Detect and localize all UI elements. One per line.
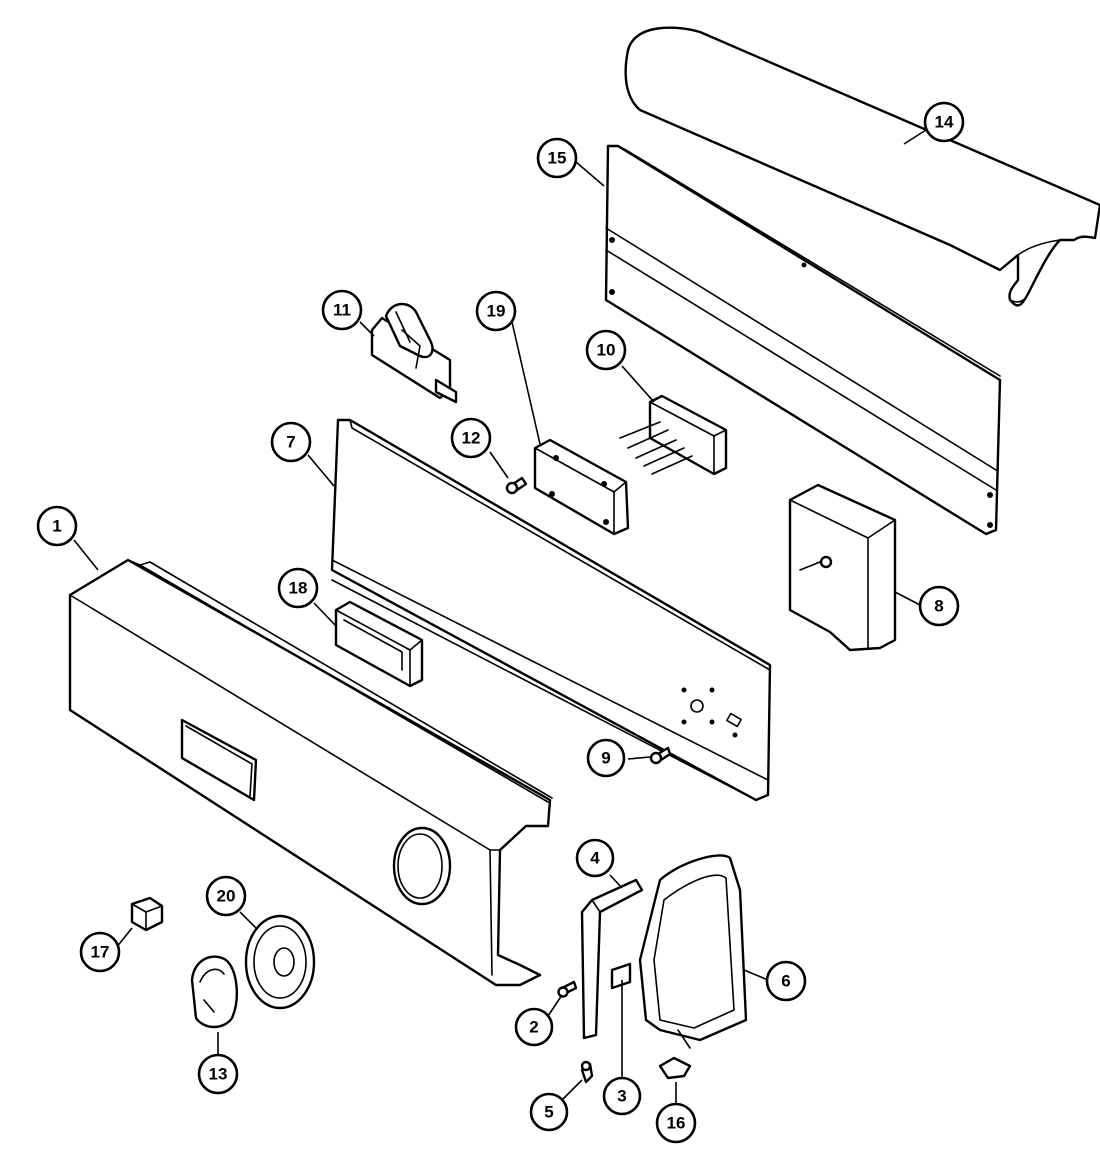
part-13-knob xyxy=(190,955,238,1029)
part-7-control-panel-backing xyxy=(330,418,772,802)
part-19-bracket xyxy=(533,438,630,536)
callout-12: 12 xyxy=(450,417,492,459)
callout-2-label: 2 xyxy=(529,1018,538,1037)
callout-13: 13 xyxy=(197,1053,239,1095)
callout-10: 10 xyxy=(585,329,627,371)
callout-4-label: 4 xyxy=(590,849,600,868)
callout-20-label: 20 xyxy=(217,887,236,906)
part-14-top-cover xyxy=(624,26,1100,307)
callout-14-label: 14 xyxy=(935,113,954,132)
part-3-clip xyxy=(610,962,632,990)
callout-3: 3 xyxy=(602,1076,642,1116)
callout-17-label: 17 xyxy=(91,943,110,962)
part-6-end-cap xyxy=(638,854,748,1049)
part-4-trim-strip xyxy=(580,878,644,1040)
part-9-screw xyxy=(649,746,672,765)
callout-11-label: 11 xyxy=(333,301,351,320)
callout-16-label: 16 xyxy=(667,1114,686,1133)
callout-11: 11 xyxy=(321,289,363,331)
callout-14: 14 xyxy=(923,101,965,143)
callout-15-label: 15 xyxy=(548,149,567,168)
callout-12-label: 12 xyxy=(462,429,481,448)
part-11-switch xyxy=(370,302,458,404)
part-10-terminal-block xyxy=(619,394,728,476)
callout-1-label: 1 xyxy=(52,517,61,536)
part-5-screw xyxy=(580,1060,594,1084)
callout-6-label: 6 xyxy=(781,972,790,991)
callout-18: 18 xyxy=(277,567,319,609)
callout-9: 9 xyxy=(586,738,626,778)
part-8-control-box xyxy=(788,483,897,652)
callout-18-label: 18 xyxy=(289,579,308,598)
callout-5: 5 xyxy=(529,1092,569,1132)
callout-1: 1 xyxy=(36,505,78,547)
part-2-screw xyxy=(557,980,578,998)
part-12-screw xyxy=(505,476,528,495)
callout-6: 6 xyxy=(765,960,807,1002)
callout-19-label: 19 xyxy=(487,302,506,321)
part-17-small-knob xyxy=(130,896,164,932)
callout-19: 19 xyxy=(475,290,517,332)
callout-7: 7 xyxy=(270,421,312,463)
leader-lines xyxy=(73,129,927,1104)
part-16-clip xyxy=(658,1056,692,1080)
callout-2: 2 xyxy=(514,1007,554,1047)
callout-17: 17 xyxy=(79,931,121,973)
callout-4: 4 xyxy=(575,838,615,878)
part-18-display-lens xyxy=(334,600,424,688)
callout-8-label: 8 xyxy=(934,597,943,616)
callout-7-label: 7 xyxy=(286,433,295,452)
callout-8: 8 xyxy=(918,585,960,627)
callout-3-label: 3 xyxy=(617,1087,626,1106)
part-15-backsplash-panel xyxy=(604,144,1002,536)
callout-20: 20 xyxy=(205,875,247,917)
callout-16: 16 xyxy=(655,1102,697,1144)
part-20-knob-bezel xyxy=(244,914,316,1010)
callout-9-label: 9 xyxy=(601,749,610,768)
callout-5-label: 5 xyxy=(544,1103,553,1122)
part-1-front-control-panel xyxy=(68,558,553,987)
callout-13-label: 13 xyxy=(209,1065,228,1084)
callout-10-label: 10 xyxy=(597,341,616,360)
callout-15: 15 xyxy=(536,137,578,179)
